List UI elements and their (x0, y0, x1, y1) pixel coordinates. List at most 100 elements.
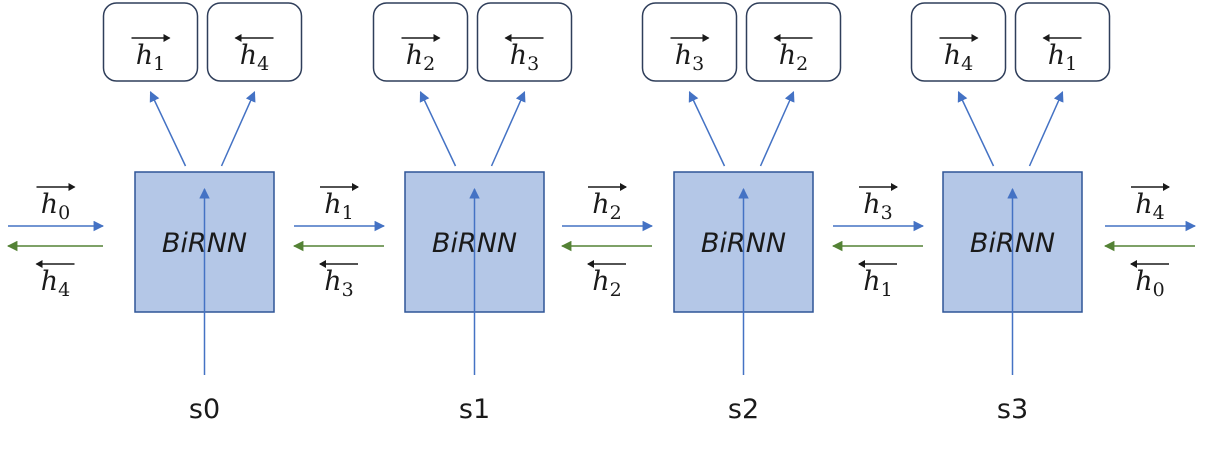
output-vector-1-1-text: h3 (510, 40, 539, 75)
left-arrow-icon-head (858, 260, 865, 268)
output-box-3-1 (1014, 2, 1111, 82)
output-vector-3-0: h4 (939, 34, 979, 75)
backward-state-label-1-text: h3 (324, 266, 353, 301)
forward-state-label-2-base: h (592, 189, 609, 220)
left-arrow-icon (319, 260, 358, 268)
output-arrow-3-1 (1028, 91, 1064, 167)
left-arrow-icon-head (319, 260, 326, 268)
left-arrow-icon (1042, 34, 1082, 42)
forward-state-label-1-subscript: 1 (342, 202, 354, 224)
left-arrow-icon-head (1042, 34, 1050, 42)
backward-state-label-2-base: h (592, 266, 609, 297)
forward-state-label-2-text: h2 (592, 189, 621, 224)
backward-state-label-0-text: h4 (41, 266, 70, 301)
right-arrow-icon (401, 34, 441, 42)
right-arrow-icon (939, 34, 979, 42)
forward-state-label-0-base: h (41, 189, 58, 220)
output-vector-2-0: h3 (670, 34, 710, 75)
output-vector-2-0-subscript: 3 (692, 53, 704, 75)
output-vector-0-0-text: h1 (136, 40, 165, 75)
output-arrow-2-0 (688, 91, 726, 167)
right-arrow-icon (36, 183, 76, 191)
output-arrow-1-1 (490, 91, 526, 167)
backward-state-label-0: h4 (35, 260, 75, 301)
output-vector-2-0-text: h3 (675, 40, 704, 75)
left-arrow-icon (587, 260, 626, 268)
output-box-2-1 (745, 2, 842, 82)
output-vector-3-1-subscript: 1 (1065, 53, 1077, 75)
output-vector-0-0: h1 (131, 34, 171, 75)
backward-state-label-1-subscript: 3 (342, 279, 354, 301)
output-vector-1-0-subscript: 2 (423, 53, 435, 75)
right-arrow-icon-head (1163, 183, 1170, 191)
left-arrow-icon (773, 34, 813, 42)
right-arrow-icon-head (352, 183, 359, 191)
backward-state-label-2: h2 (587, 260, 626, 301)
input-label-2: s2 (728, 394, 759, 425)
right-arrow-icon-head (702, 34, 710, 42)
backward-state-label-3-text: h1 (863, 266, 892, 301)
left-arrow-icon-head (504, 34, 512, 42)
input-label-3: s3 (997, 394, 1028, 425)
right-arrow-icon (588, 183, 627, 191)
output-box-1-0 (372, 2, 469, 82)
output-vector-0-1-subscript: 4 (257, 53, 269, 75)
output-vector-2-0-base: h (675, 40, 692, 71)
output-vector-3-1: h1 (1042, 34, 1082, 75)
output-vector-2-1-text: h2 (779, 40, 808, 75)
left-arrow-icon-head (1130, 260, 1137, 268)
right-arrow-icon-head (433, 34, 441, 42)
output-vector-1-1-base: h (510, 40, 527, 71)
backward-state-label-2-subscript: 2 (610, 279, 622, 301)
left-arrow-icon (1130, 260, 1169, 268)
output-box-1-1 (476, 2, 573, 82)
left-arrow-icon (504, 34, 544, 42)
right-arrow-icon-head (891, 183, 898, 191)
backward-state-label-3: h1 (858, 260, 897, 301)
backward-state-label-1: h3 (319, 260, 358, 301)
output-box-0-0 (102, 2, 199, 82)
left-arrow-icon-head (234, 34, 242, 42)
forward-state-label-0: h0 (36, 183, 76, 224)
output-vector-2-1: h2 (773, 34, 813, 75)
output-vector-0-1: h4 (234, 34, 274, 75)
output-vector-3-1-base: h (1048, 40, 1065, 71)
left-arrow-icon (35, 260, 75, 268)
output-vector-2-1-subscript: 2 (796, 53, 808, 75)
right-arrow-icon (859, 183, 898, 191)
left-arrow-icon-head (587, 260, 594, 268)
left-arrow-icon-head (35, 260, 43, 268)
output-arrow-0-1 (220, 91, 256, 167)
backward-state-label-0-subscript: 4 (58, 279, 70, 301)
output-vector-1-0-base: h (406, 40, 423, 71)
backward-state-label-4-text: h0 (1135, 266, 1164, 301)
right-arrow-icon-head (163, 34, 171, 42)
forward-state-label-4-text: h4 (1135, 189, 1164, 224)
input-label-0: s0 (189, 394, 220, 425)
output-vector-0-0-base: h (136, 40, 153, 71)
forward-state-label-4-base: h (1135, 189, 1152, 220)
output-vector-3-1-text: h1 (1048, 40, 1077, 75)
backward-state-label-1-base: h (324, 266, 341, 297)
input-label-1: s1 (459, 394, 490, 425)
right-arrow-icon-head (971, 34, 979, 42)
right-arrow-icon (131, 34, 171, 42)
forward-state-label-2-subscript: 2 (610, 202, 622, 224)
output-vector-2-1-base: h (779, 40, 796, 71)
output-vector-0-1-base: h (240, 40, 257, 71)
right-arrow-icon (320, 183, 359, 191)
forward-state-label-1: h1 (320, 183, 359, 224)
output-vector-3-0-text: h4 (944, 40, 973, 75)
backward-state-label-4-subscript: 0 (1153, 279, 1165, 301)
output-arrow-0-0 (149, 91, 187, 167)
right-arrow-icon-head (68, 183, 76, 191)
right-arrow-icon-head (620, 183, 627, 191)
output-vector-0-0-subscript: 1 (153, 53, 165, 75)
left-arrow-icon (858, 260, 897, 268)
forward-state-label-3-subscript: 3 (881, 202, 893, 224)
output-arrow-3-0 (957, 91, 995, 167)
output-vector-1-1-subscript: 3 (527, 53, 539, 75)
output-box-2-0 (641, 2, 738, 82)
